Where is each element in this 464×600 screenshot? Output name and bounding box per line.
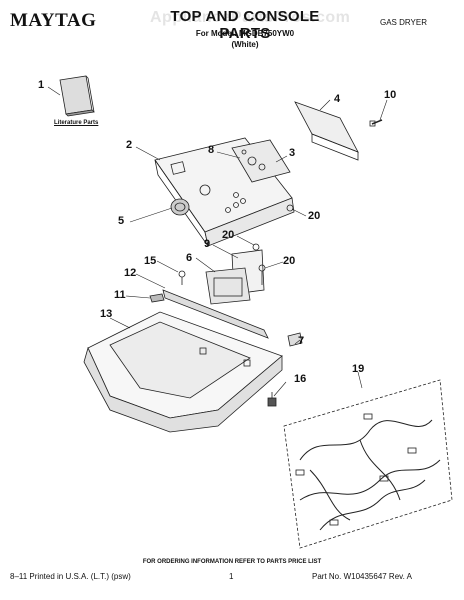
callout-2: 2 (126, 139, 133, 151)
callout-6: 6 (186, 252, 193, 264)
callout-20-top: 20 (222, 229, 235, 241)
top-panel-13 (83, 311, 283, 433)
callout-19: 19 (352, 363, 365, 375)
ordering-note: FOR ORDERING INFORMATION REFER TO PARTS … (142, 559, 322, 565)
callout-13: 13 (100, 308, 113, 320)
leader-lines (47, 86, 388, 397)
literature-parts-label: Literature Parts (54, 120, 99, 126)
callout-9: 9 (204, 238, 211, 250)
wire-harness-19 (283, 379, 453, 549)
watermark: AppliancePartsPros.com (150, 9, 351, 26)
model-line: For Model: MGDB750YW0 (195, 29, 295, 38)
product-type: GAS DRYER (380, 18, 427, 27)
screw-20-console (286, 204, 294, 212)
clip-11 (149, 293, 165, 303)
callout-4: 4 (334, 93, 341, 105)
callout-5: 5 (118, 215, 125, 227)
clip-7 (287, 332, 303, 347)
print-info: 8–11 Printed in U.S.A. (L.T.) (psw) (10, 572, 131, 581)
literature-booklet (59, 75, 95, 117)
page-number: 1 (229, 572, 234, 581)
callout-3: 3 (289, 147, 296, 159)
callout-20-console: 20 (308, 210, 321, 222)
callout-1: 1 (38, 79, 45, 91)
switch-block-6 (205, 267, 251, 305)
screw-15 (178, 270, 186, 285)
bracket-4 (294, 101, 359, 161)
hinge-strip-12 (162, 289, 269, 339)
callout-7: 7 (298, 335, 305, 347)
screw-10 (369, 119, 383, 127)
part-number: Part No. W10435647 Rev. A (312, 572, 412, 581)
color-line: (White) (231, 40, 259, 49)
callout-12: 12 (124, 267, 137, 279)
control-knob (170, 198, 190, 216)
callout-20-right: 20 (283, 255, 296, 267)
control-board (231, 139, 291, 183)
callout-11: 11 (114, 289, 126, 301)
callout-16: 16 (294, 373, 307, 385)
screw-20-left (252, 243, 260, 251)
brand-logo: MAYTAG (10, 10, 97, 31)
callout-8: 8 (208, 144, 215, 156)
screw-16 (267, 392, 277, 407)
callout-10: 10 (384, 89, 397, 101)
page-title: TOP AND CONSOLE PARTS (170, 8, 320, 42)
callout-15: 15 (144, 255, 157, 267)
